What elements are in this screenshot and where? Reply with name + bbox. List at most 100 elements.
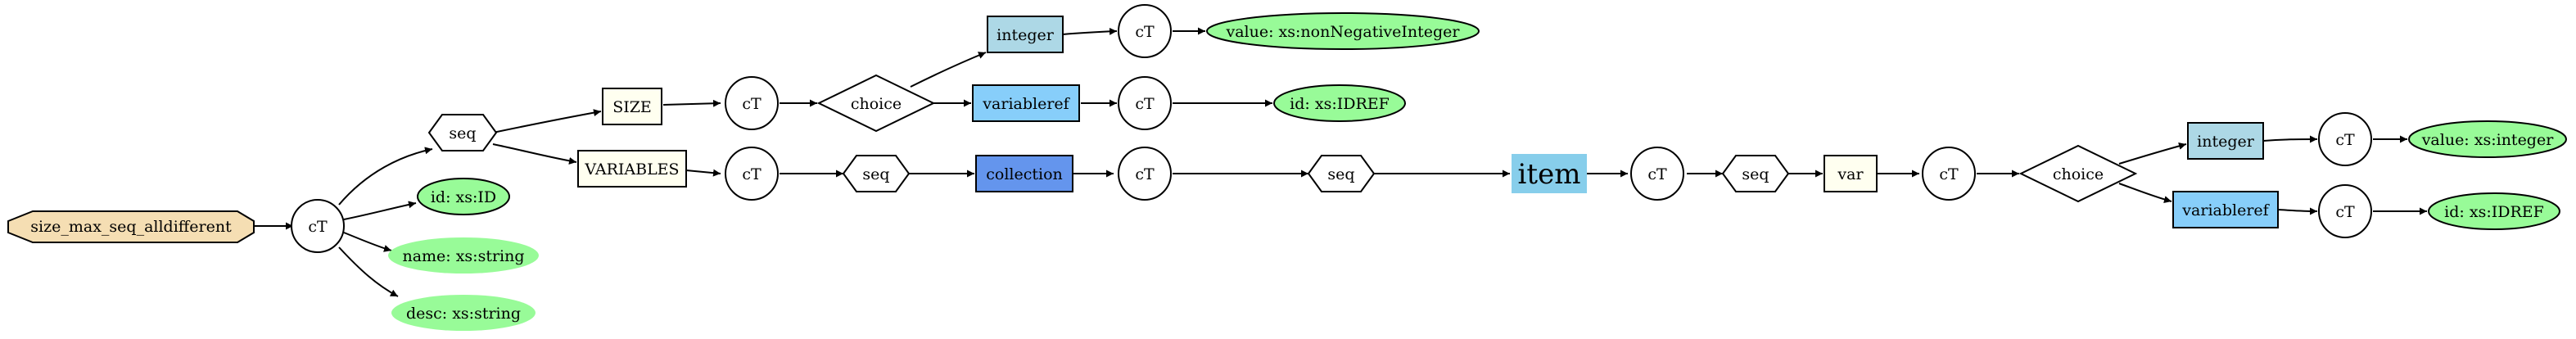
node-root-shape	[7, 210, 255, 243]
node-seq3-shape	[1307, 155, 1376, 192]
node-varref2-label: variableref	[2181, 201, 2270, 219]
node-item: item	[1512, 154, 1587, 193]
edge-ct1-id	[343, 201, 417, 220]
node-root-label: size_max_seq_alldifferent	[30, 218, 232, 236]
node-size-label: SIZE	[612, 98, 652, 116]
attr-idref1-label: id: xs:IDREF	[1290, 95, 1390, 113]
node-seq2: seq	[842, 155, 911, 192]
edge-seq1-size	[492, 109, 602, 133]
edge-choice2-varref2	[2118, 183, 2172, 203]
node-seq4-shape	[1721, 155, 1790, 192]
node-variables-shape	[577, 150, 687, 188]
attr-value-int-shape	[2408, 120, 2567, 158]
node-size: SIZE	[602, 88, 662, 125]
node-ct-item-shape	[1630, 147, 1684, 201]
attr-idref2-shape	[2428, 192, 2560, 230]
edge-choice1-integer1	[910, 52, 987, 88]
edge-variables-ctvars	[685, 169, 721, 177]
node-ct-item: cT	[1630, 147, 1684, 201]
node-size-shape	[602, 88, 662, 125]
node-varref2-shape	[2172, 191, 2279, 228]
node-integer1-shape	[987, 16, 1064, 53]
edge-integer2-ctint2	[2262, 135, 2318, 143]
edge-choice2-integer2	[2118, 142, 2187, 165]
edge-ct1-name	[343, 232, 392, 252]
node-seq3-label: seq	[1327, 165, 1354, 183]
node-ct-vars-shape	[725, 147, 779, 201]
node-ct-size-label: cT	[742, 95, 762, 113]
node-collection-label: collection	[986, 165, 1063, 183]
node-choice1-label: choice	[851, 95, 902, 113]
node-ct-coll-shape	[1118, 147, 1172, 201]
node-item-label: item	[1518, 158, 1581, 191]
node-seq1-label: seq	[449, 124, 476, 142]
node-varref1: variableref	[972, 84, 1080, 122]
attr-id: id: xs:ID	[417, 178, 510, 215]
node-seq3: seq	[1307, 155, 1376, 192]
attr-id-label: id: xs:ID	[431, 188, 496, 206]
node-ct-varref1-shape	[1118, 76, 1172, 130]
node-integer1-label: integer	[997, 26, 1055, 44]
node-ct-item-label: cT	[1647, 165, 1667, 183]
node-integer2: integer	[2187, 122, 2264, 160]
node-ct-size: cT	[725, 76, 779, 130]
node-ct-int2-label: cT	[2335, 131, 2355, 149]
node-root: size_max_seq_alldifferent	[7, 210, 255, 243]
node-choice2-shape	[2018, 144, 2138, 203]
node-collection-shape	[975, 155, 1073, 192]
node-seq2-shape	[842, 155, 911, 192]
node-ct-int2: cT	[2318, 112, 2372, 166]
attr-idref2: id: xs:IDREF	[2428, 192, 2560, 230]
node-ct-vars-label: cT	[742, 165, 762, 183]
node-ct-var-shape	[1922, 147, 1976, 201]
node-ct-vars: cT	[725, 147, 779, 201]
node-ct-coll-label: cT	[1135, 165, 1155, 183]
attr-idref1-shape	[1273, 84, 1406, 122]
attr-name: name: xs:string	[388, 237, 539, 273]
attr-name-label: name: xs:string	[402, 247, 524, 265]
attr-id-shape	[417, 178, 510, 215]
attr-idref2-label: id: xs:IDREF	[2444, 203, 2544, 221]
node-ct1-label: cT	[308, 218, 328, 236]
node-collection: collection	[975, 155, 1073, 192]
edges	[254, 27, 2427, 297]
attr-desc: desc: xs:string	[391, 295, 536, 331]
attr-idref1: id: xs:IDREF	[1273, 84, 1406, 122]
node-ct-varref1: cT	[1118, 76, 1172, 130]
node-ct-var: cT	[1922, 147, 1976, 201]
attr-value-nonneg-label: value: xs:nonNegativeInteger	[1226, 23, 1461, 41]
node-ct-varref1-label: cT	[1135, 95, 1155, 113]
node-choice2-label: choice	[2053, 165, 2104, 183]
node-ct-int1-shape	[1118, 4, 1172, 58]
node-ct-var-label: cT	[1939, 165, 1959, 183]
node-choice2: choice	[2018, 144, 2138, 203]
attr-value-int: value: xs:integer	[2408, 120, 2567, 158]
node-seq2-label: seq	[862, 165, 889, 183]
node-ct-size-shape	[725, 76, 779, 130]
attr-desc-shape	[391, 295, 536, 331]
node-seq4: seq	[1721, 155, 1790, 192]
node-var-label: var	[1837, 165, 1864, 183]
node-ct-varref2-label: cT	[2335, 203, 2355, 221]
edge-integer1-ctint1	[1062, 27, 1118, 35]
node-ct-varref2-shape	[2318, 184, 2372, 238]
attr-value-nonneg: value: xs:nonNegativeInteger	[1206, 12, 1480, 50]
node-varref1-shape	[972, 84, 1080, 122]
node-choice1: choice	[816, 74, 936, 133]
edge-ct1-seq1	[338, 147, 433, 206]
node-ct-int1: cT	[1118, 4, 1172, 58]
node-ct-int1-label: cT	[1135, 23, 1155, 41]
node-ct-coll: cT	[1118, 147, 1172, 201]
node-var: var	[1824, 155, 1878, 192]
node-ct1: cT	[291, 199, 345, 253]
node-seq1-shape	[427, 114, 498, 151]
node-var-shape	[1824, 155, 1878, 192]
node-seq1: seq	[427, 114, 498, 151]
node-variables-label: VARIABLES	[584, 160, 679, 179]
edge-seq1-variables	[492, 143, 577, 165]
edge-ct1-desc	[338, 246, 399, 297]
attr-desc-label: desc: xs:string	[406, 305, 521, 323]
node-integer2-label: integer	[2197, 133, 2255, 151]
node-varref2: variableref	[2172, 191, 2279, 228]
